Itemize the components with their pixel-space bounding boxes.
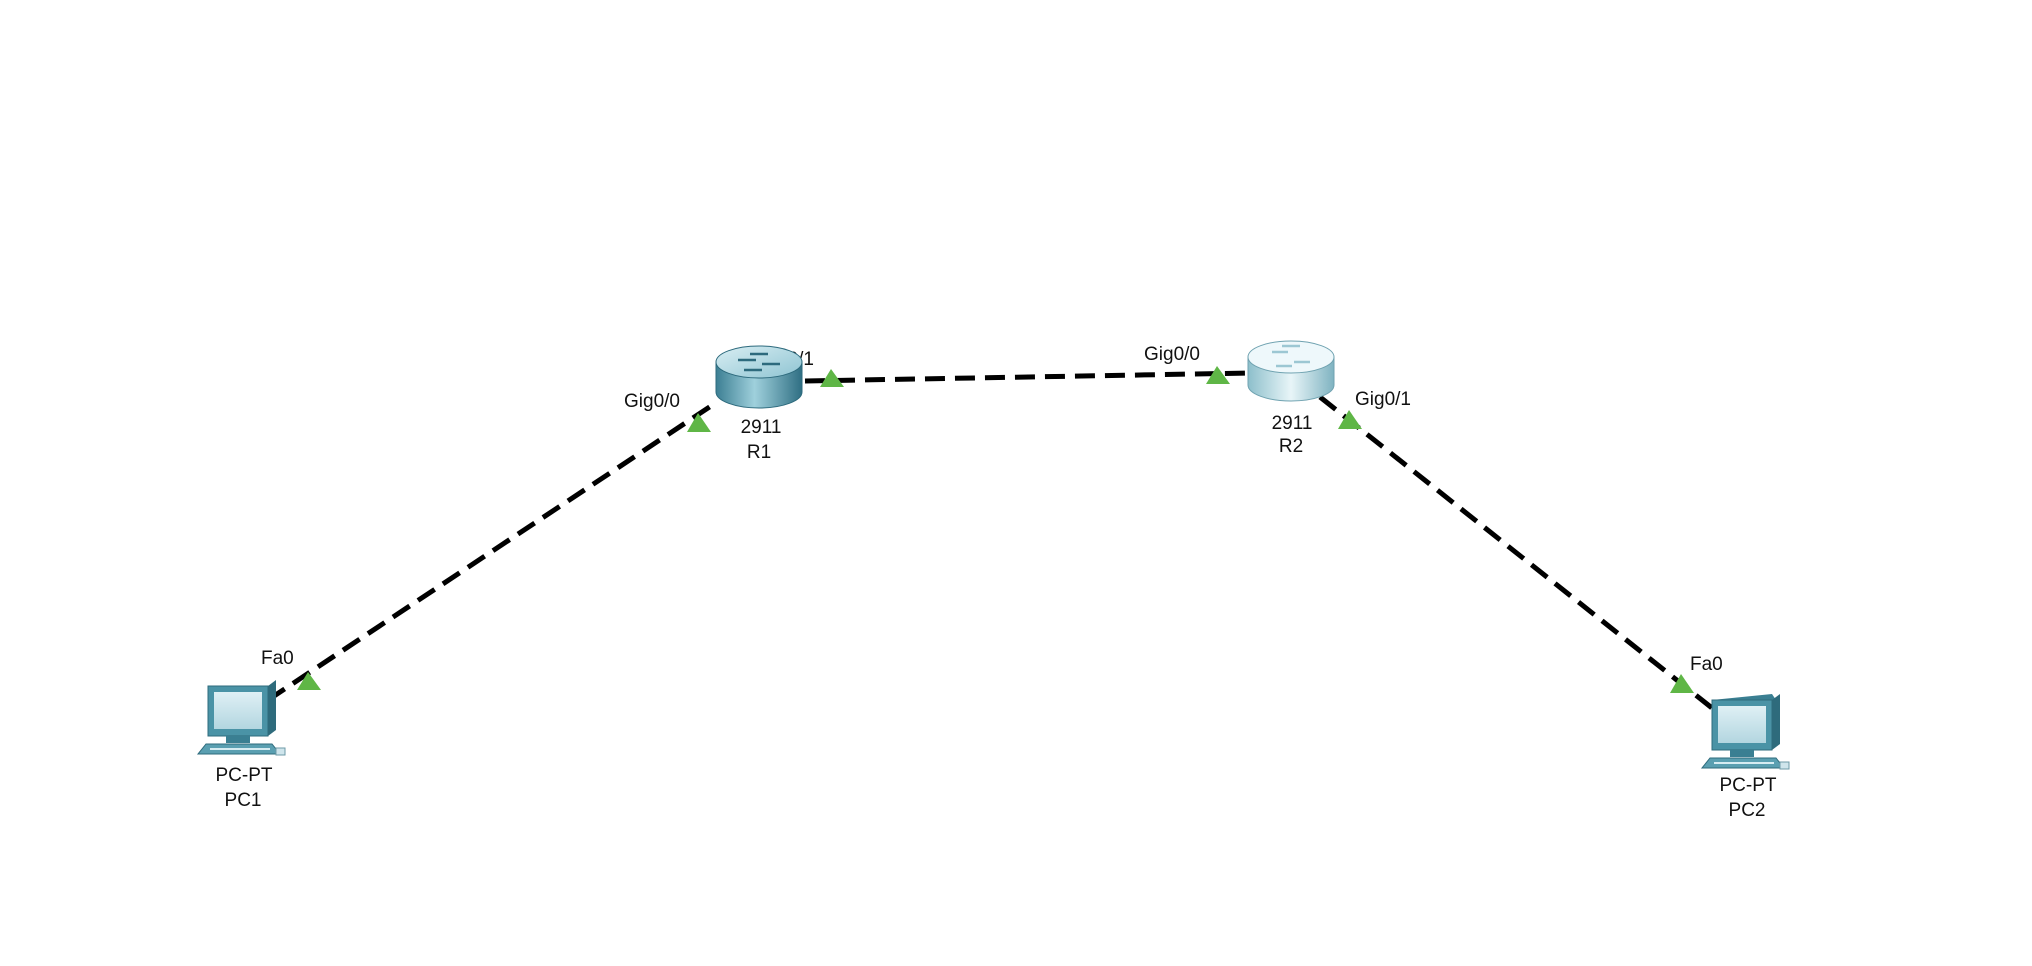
device-model-label: PC-PT [216,765,273,786]
port-indicator-r1-gig0-0 [687,413,711,432]
desktop-computer-icon [1700,694,1790,770]
port-label-r2-gig0-1: Gig0/1 [1355,389,1411,410]
router-icon [1247,340,1335,402]
port-indicator-pc1-fa0 [297,672,321,690]
router-r1[interactable]: 2911 R1 [715,345,803,463]
port-indicator-pc2-fa0 [1670,674,1694,693]
port-indicator-r1-gig0-1 [820,369,844,387]
desktop-computer-icon [196,680,286,756]
port-label-r2-gig0-0: Gig0/0 [1144,344,1200,365]
link-r1-r2[interactable] [804,366,1251,387]
router-icon [715,345,803,409]
device-model-label: 2911 [1272,413,1313,434]
port-indicator-r2-gig0-0 [1206,366,1230,384]
link-pc1-r1[interactable] [266,399,719,703]
router-r2[interactable]: 2911 R2 [1247,340,1335,457]
device-name-label: R1 [747,442,771,463]
cable-r1-r2[interactable] [804,370,1251,384]
pc-pc2[interactable]: PC-PT PC2 [1700,694,1790,821]
port-label-r1-gig0-0: Gig0/0 [624,391,680,412]
device-name-label: PC1 [225,790,262,811]
cable-r2-pc2[interactable] [1318,395,1714,710]
device-model-label: PC-PT [1720,775,1777,796]
port-indicator-r2-gig0-1 [1338,410,1362,429]
port-label-pc1-fa0: Fa0 [261,648,294,669]
device-model-label: 2911 [741,417,782,438]
port-label-pc2-fa0: Fa0 [1690,654,1723,675]
device-name-label: PC2 [1729,800,1766,821]
cable-pc1-r1[interactable] [266,399,719,703]
pc-pc1[interactable]: PC-PT PC1 [196,680,286,811]
link-r2-pc2[interactable] [1318,395,1714,710]
device-name-label: R2 [1279,436,1303,457]
